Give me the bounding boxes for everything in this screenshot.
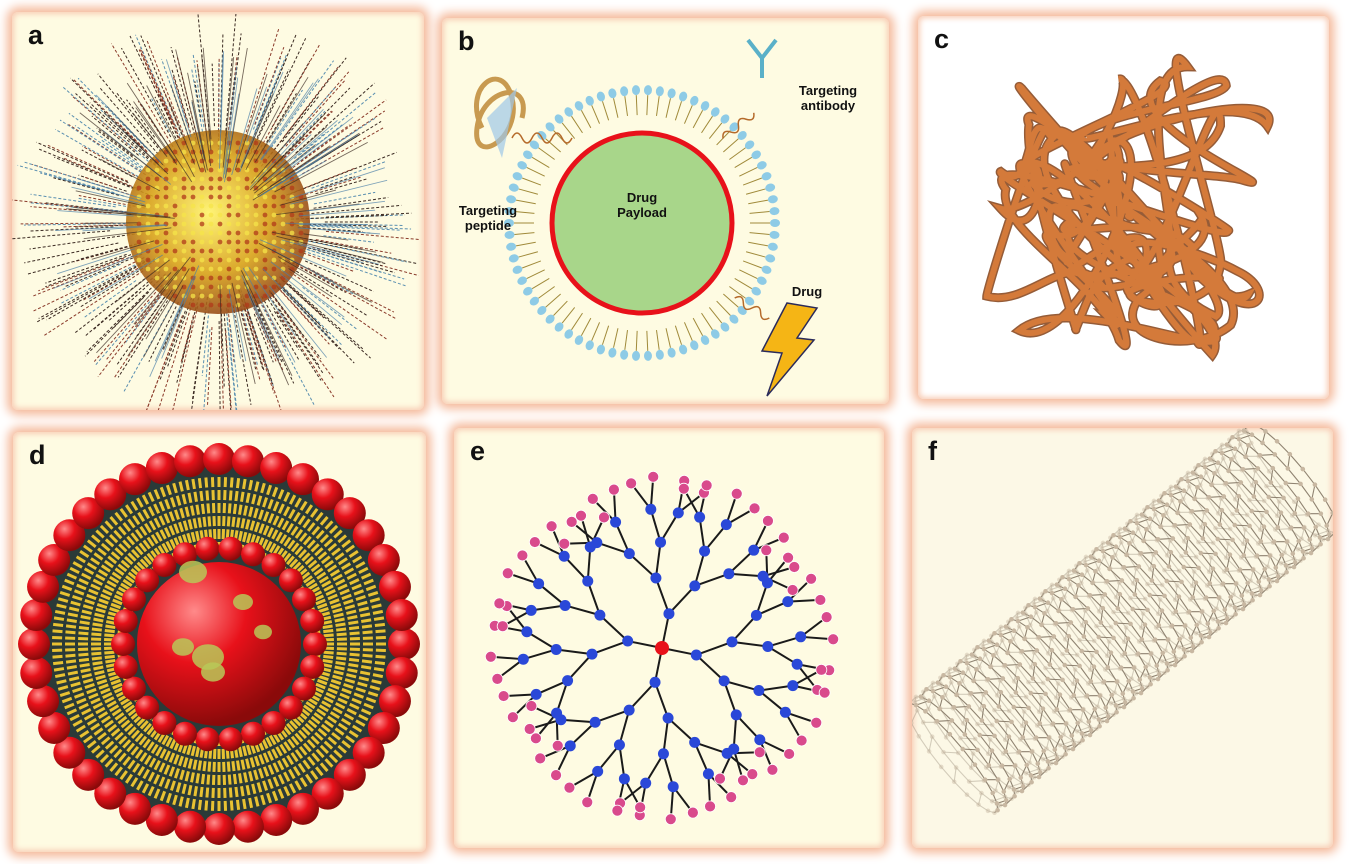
polymer-coil-illustration — [982, 53, 1274, 363]
dendrimer-core — [655, 641, 669, 655]
drug-payload-label: Drug Payload — [597, 190, 687, 220]
inner-lipid-heads — [111, 536, 327, 752]
polymer-chain — [983, 55, 1273, 360]
drug-payload-line2: Payload — [617, 205, 667, 220]
targeting-peptide-label: Targeting peptide — [448, 203, 528, 233]
panel-a-ligand-nanoparticle: a — [12, 12, 424, 410]
lipid-core — [137, 562, 301, 726]
peptide-linker — [511, 132, 573, 144]
liposome-illustration — [474, 38, 819, 397]
peptide-sheet — [487, 88, 517, 158]
drug-spot-2 — [172, 638, 194, 656]
dendrimer-nodes — [484, 470, 840, 826]
targeting-antibody-line2: antibody — [800, 98, 856, 113]
outer-lipid-heads — [18, 443, 420, 845]
panel-c-polymeric-nanoparticle: c — [918, 16, 1329, 399]
panel-label-b: b — [458, 26, 475, 56]
lipid-bilayer — [504, 85, 780, 361]
panel-f-carbon-nanotube: f — [912, 428, 1333, 848]
panel-label-a: a — [28, 20, 44, 50]
drug-spot-1 — [233, 594, 253, 610]
targeting-peptide-line1: Targeting — [458, 203, 518, 218]
drug-spot-0 — [179, 560, 207, 584]
lipid-nanoparticle-illustration — [18, 443, 420, 845]
ligand-chains-front — [53, 47, 388, 386]
panel-b-liposome: b Drug Payload Targeting peptide Targeti… — [442, 18, 889, 404]
targeting-antibody-line1: Targeting — [798, 83, 858, 98]
panel-label-f: f — [928, 436, 937, 466]
antibody-linker — [722, 112, 755, 139]
drug-payload-core — [549, 130, 735, 316]
drug-label: Drug — [791, 284, 823, 299]
panel-label-d: d — [29, 440, 46, 470]
antibody-icon — [746, 38, 778, 78]
panel-e-dendrimer: e — [454, 428, 884, 848]
drug-spot-4 — [254, 624, 272, 640]
panel-label-c: c — [934, 24, 950, 54]
carbon-nanotube-illustration — [912, 428, 1333, 816]
targeting-antibody-label: Targeting antibody — [788, 83, 868, 113]
targeting-peptide-line2: peptide — [464, 218, 512, 233]
drug-lightning-icon — [760, 302, 819, 397]
drug-spot-5 — [201, 662, 225, 682]
panel-label-e: e — [470, 436, 486, 466]
drug-payload-line1: Drug — [626, 190, 658, 205]
panel-d-lipid-nanoparticle: d — [13, 432, 426, 852]
dendrimer-illustration — [484, 470, 840, 826]
ligand-nanoparticle-illustration — [12, 13, 421, 410]
drug-linker — [734, 295, 770, 321]
nanotube-lattice — [912, 428, 1333, 816]
